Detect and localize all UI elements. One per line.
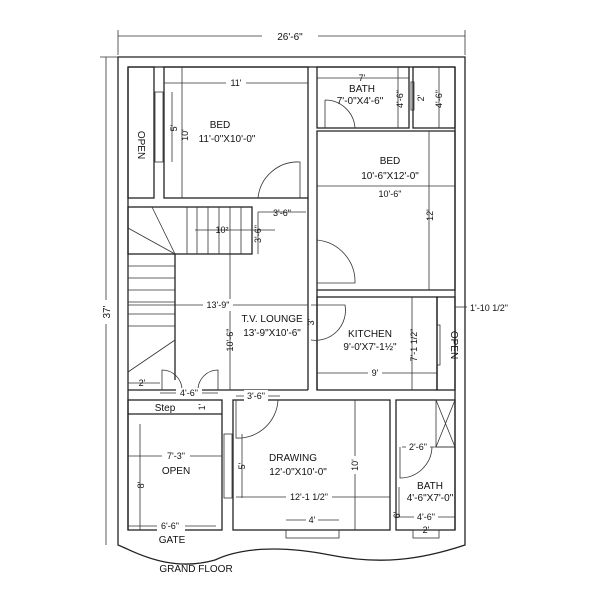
drawing-width: 12'-1 1/2" bbox=[290, 492, 328, 502]
bed1-window: 5' bbox=[169, 124, 179, 131]
drawing-window-v: 5' bbox=[237, 462, 247, 469]
bath-bottom-width: 4'-6" bbox=[417, 512, 435, 522]
labels: 11' 10' 5' BED 11'-0"X10'-0" OPEN 7' BAT… bbox=[135, 73, 508, 575]
bed1-width: 11' bbox=[230, 78, 241, 88]
kitchen-size: 9'-0'X7'-1½" bbox=[343, 342, 397, 353]
stair-door-width: 3'-6" bbox=[273, 208, 291, 218]
outer-walls bbox=[117, 56, 466, 565]
bed1-depth: 10' bbox=[180, 129, 190, 141]
floor-title: GRAND FLOOR bbox=[159, 564, 232, 575]
open-left-label: OPEN bbox=[135, 131, 146, 159]
drawing-size: 12'-0"X10'-0" bbox=[269, 467, 327, 478]
entry-dim-2: 2' bbox=[139, 378, 146, 388]
bed1-name: BED bbox=[210, 120, 231, 131]
stair-door-depth: 3'-6" bbox=[253, 225, 263, 243]
bath-top-vent: 2' bbox=[416, 94, 426, 101]
bath-bottom-size: 4'-6"X7'-0" bbox=[407, 493, 454, 504]
lounge-name: T.V. LOUNGE bbox=[241, 314, 303, 325]
bath-bottom-door: 2'-6" bbox=[409, 442, 427, 452]
bath-bottom-window: 2' bbox=[423, 525, 430, 535]
open-front-depth: 8' bbox=[136, 481, 146, 488]
drawing-name: DRAWING bbox=[269, 453, 317, 464]
bed1-size: 11'-0"X10'-0" bbox=[199, 134, 256, 145]
bed2-size: 10'-6"X12'-0" bbox=[361, 171, 419, 182]
staircase bbox=[127, 206, 275, 373]
stair-label: 10² bbox=[215, 225, 228, 235]
open-right-width: 1'-10 1/2" bbox=[470, 303, 508, 313]
kitchen-depth: 7'-1 1/2" bbox=[409, 329, 419, 362]
bath-top-name: BATH bbox=[349, 84, 375, 95]
kitchen-name: KITCHEN bbox=[348, 329, 392, 340]
bed2-width: 10'-6" bbox=[379, 189, 402, 199]
lounge-door: 3' bbox=[306, 318, 316, 325]
step-label: Step bbox=[155, 403, 176, 414]
walls bbox=[127, 66, 456, 531]
drawing-window: 4' bbox=[309, 515, 316, 525]
bath-top-depth: 4'-6" bbox=[395, 90, 405, 108]
bath-top-width: 7' bbox=[359, 73, 366, 83]
overall-dimensions: 26'-6" 37' bbox=[98, 30, 466, 545]
step-dim: 1' bbox=[197, 403, 207, 410]
drawing-depth: 10' bbox=[350, 459, 360, 471]
bed2-depth: 12' bbox=[425, 209, 435, 221]
lounge-size: 13'-9"X10'-6" bbox=[243, 328, 301, 339]
gate-label: GATE bbox=[159, 535, 186, 546]
open-front-width: 7'-3" bbox=[167, 451, 185, 461]
entry-door-width: 4'-6" bbox=[180, 388, 198, 398]
open-right-label: OPEN bbox=[448, 331, 459, 359]
drawing-door-width: 3'-6" bbox=[247, 391, 265, 401]
kitchen-width: 9' bbox=[372, 368, 379, 378]
open-front-name: OPEN bbox=[162, 466, 190, 477]
gate-width: 6'-6" bbox=[161, 521, 179, 531]
bath-bottom-name: BATH bbox=[417, 481, 443, 492]
bath-top-size: 7'-0"X4'-6" bbox=[337, 96, 384, 107]
overall-depth: 37' bbox=[102, 305, 113, 318]
lounge-depth: 10'-6" bbox=[225, 329, 235, 352]
shaft-depth: 4'-6" bbox=[434, 90, 444, 108]
bath-bottom-depth: 6' bbox=[392, 511, 402, 518]
windows bbox=[154, 81, 441, 539]
overall-width: 26'-6" bbox=[277, 32, 303, 43]
bed2-name: BED bbox=[380, 156, 401, 167]
lounge-width: 13'-9" bbox=[207, 300, 230, 310]
